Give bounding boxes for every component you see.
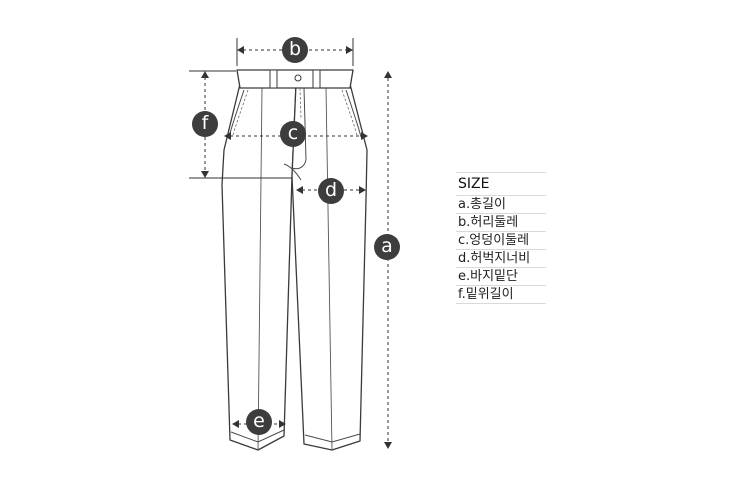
marker-c-label: c — [288, 122, 298, 144]
size-legend-item: a.총길이 — [456, 196, 546, 214]
waist-button-icon — [294, 74, 302, 82]
dimension-d: d — [296, 178, 366, 204]
dimension-c: c — [224, 121, 368, 147]
marker-f-label: f — [202, 112, 210, 134]
size-legend-item: d.허벅지너비 — [456, 250, 546, 268]
fly — [291, 87, 307, 170]
left-crease — [257, 87, 263, 451]
dimension-e: e — [232, 409, 286, 435]
size-legend-title: SIZE — [456, 172, 546, 196]
dimension-b: b — [236, 37, 354, 66]
right-leg — [291, 83, 368, 451]
size-legend-item: b.허리둘레 — [456, 214, 546, 232]
belt-loop-left — [269, 69, 278, 89]
marker-b-label: b — [289, 38, 301, 60]
right-crease — [325, 87, 333, 451]
marker-a-label: a — [381, 235, 393, 257]
marker-e-label: e — [253, 410, 265, 432]
size-legend-item: f.밑위길이 — [456, 286, 546, 304]
right-pocket — [345, 89, 362, 138]
pants-drawing — [221, 69, 368, 451]
size-legend-item: c.엉덩이둘레 — [456, 232, 546, 250]
dimension-a: a — [374, 71, 400, 449]
size-legend: SIZE a.총길이 b.허리둘레 c.엉덩이둘레 d.허벅지너비 e.바지밑단… — [456, 172, 546, 304]
size-legend-item: e.바지밑단 — [456, 268, 546, 286]
dimension-f: f — [189, 70, 292, 179]
marker-d-label: d — [325, 179, 337, 201]
belt-loop-right — [312, 69, 321, 89]
